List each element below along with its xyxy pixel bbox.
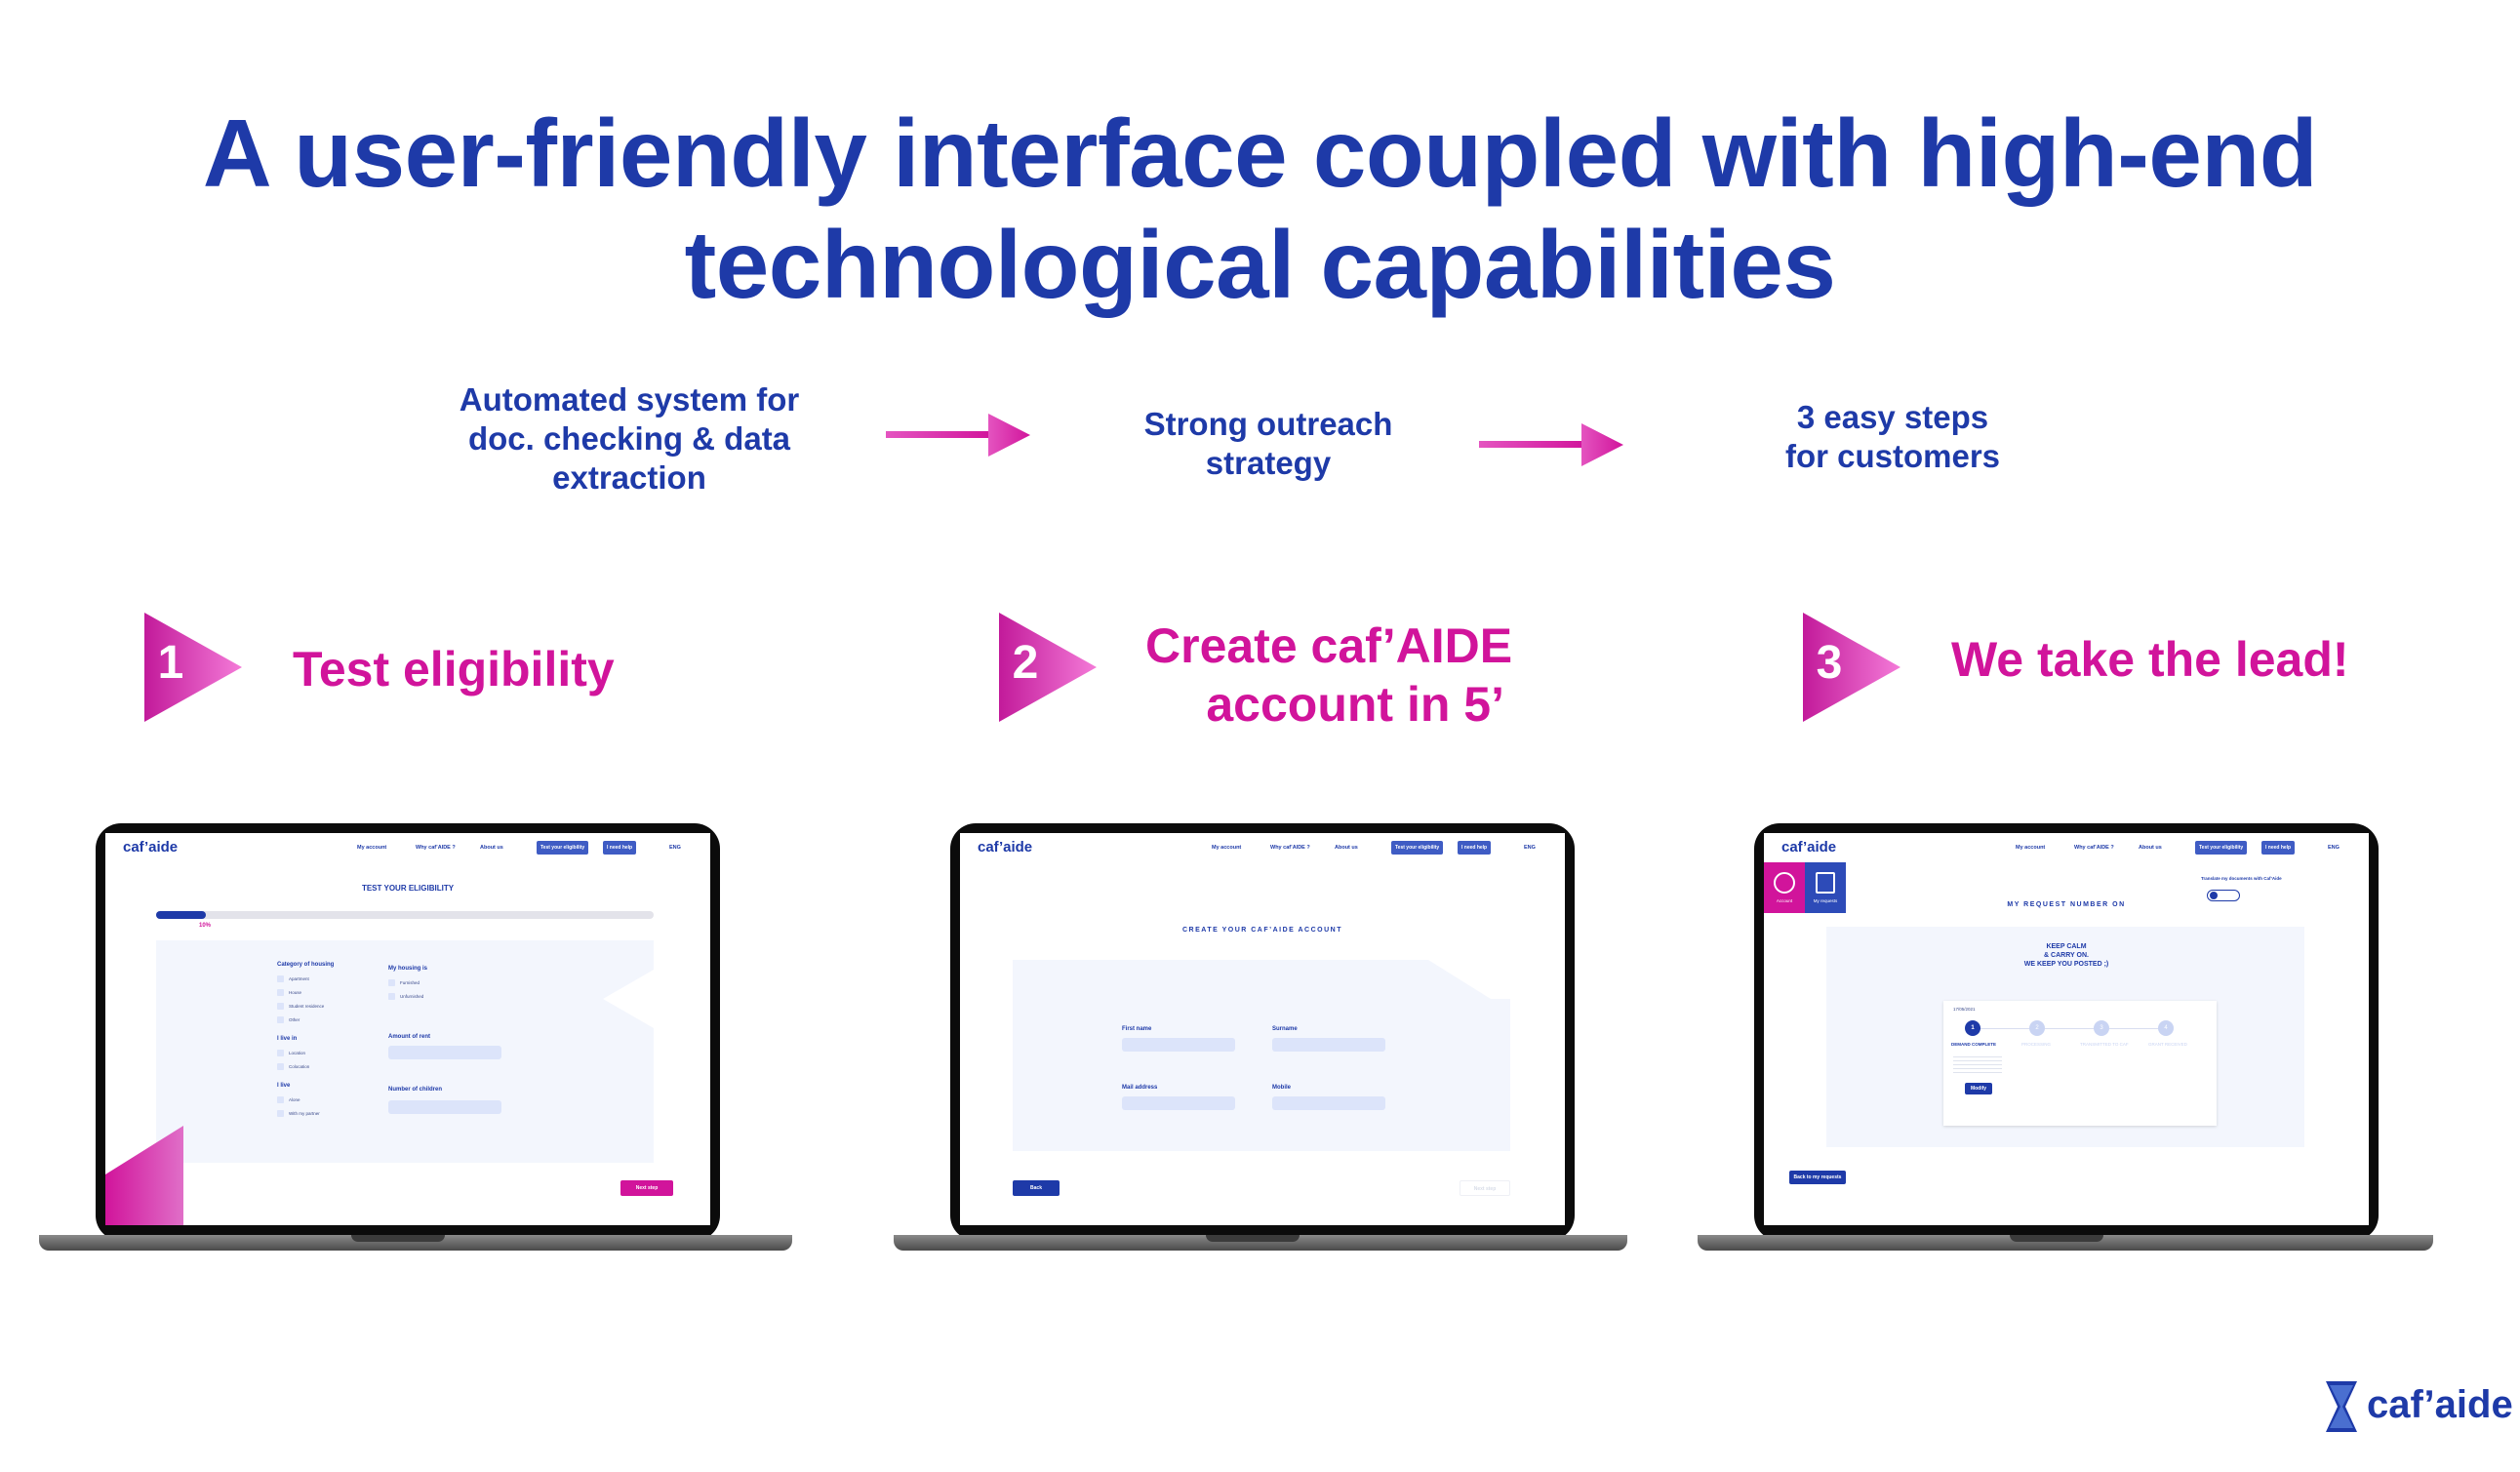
- eligibility-heading: TEST YOUR ELIGIBILITY: [361, 884, 455, 893]
- nav-my-account[interactable]: My account: [1212, 845, 1242, 851]
- tracker-card: 17/05/2021 1 2 3 4 DEMAND COMPLETE PROCE…: [1943, 1001, 2217, 1126]
- next-step-button[interactable]: Next step: [1460, 1180, 1510, 1196]
- progress-label: 10%: [199, 923, 212, 929]
- request-heading: MY REQUEST NUMBER ON: [2007, 901, 2126, 908]
- requests-tab[interactable]: My requests: [1805, 862, 1846, 913]
- account-tab[interactable]: Account: [1764, 862, 1805, 913]
- nav-about[interactable]: About us: [1335, 845, 1358, 851]
- mobile-input[interactable]: [1272, 1096, 1385, 1110]
- footer-logo: caf’aide: [2322, 1379, 2517, 1434]
- progress-track: [156, 911, 654, 919]
- nav-help-button[interactable]: I need help: [603, 841, 637, 855]
- nav-my-account[interactable]: My account: [357, 845, 387, 851]
- logo[interactable]: caf’aide: [1781, 839, 1837, 855]
- step-1-triangle-icon: [144, 613, 242, 722]
- page-title: A user-friendly interface coupled with h…: [0, 98, 2520, 320]
- nav-about[interactable]: About us: [2139, 845, 2162, 851]
- translate-label: Translate my documents with Caf’Aide: [2201, 876, 2282, 881]
- flow-item-steps: 3 easy steps for customers: [1784, 399, 2001, 474]
- nav-why[interactable]: Why caf’AIDE ?: [2074, 845, 2114, 851]
- step-2-triangle-icon: [999, 613, 1097, 722]
- surname-input[interactable]: [1272, 1038, 1385, 1052]
- step-3-label: We take the lead!: [1951, 632, 2349, 687]
- children-input[interactable]: [388, 1100, 501, 1114]
- flow-item-automated: Automated system for doc. checking & dat…: [459, 381, 800, 496]
- nav-test-button[interactable]: Test your eligibility: [1391, 841, 1444, 855]
- nav-bar: caf’aide My account Why caf’AIDE ? About…: [1764, 833, 2369, 862]
- progress-fill: [156, 911, 206, 919]
- title-line-1: A user-friendly interface coupled with h…: [202, 99, 2318, 207]
- nav-bar: caf’aide My account Why caf’AIDE ? About…: [960, 833, 1565, 862]
- account-form: [1013, 960, 1510, 1151]
- tracker-step-1: 1: [1965, 1020, 1980, 1036]
- tracker-step-3: 3: [2094, 1020, 2109, 1036]
- screen-create-account: caf’aide My account Why caf’AIDE ? About…: [960, 833, 1565, 1225]
- tracker-step-2: 2: [2029, 1020, 2045, 1036]
- nav-about[interactable]: About us: [480, 845, 503, 851]
- back-to-requests-button[interactable]: Back to my requests: [1789, 1171, 1846, 1184]
- laptop-3: caf’aide My account Why caf’AIDE ? About…: [1678, 819, 2435, 1268]
- step-2-label: Create caf’AIDE account in 5’: [1145, 618, 1513, 732]
- nav-lang[interactable]: ENG: [669, 845, 681, 851]
- step-1-label: Test eligibility: [293, 642, 615, 696]
- logo[interactable]: caf’aide: [978, 839, 1033, 855]
- nav-my-account[interactable]: My account: [2016, 845, 2046, 851]
- screen-eligibility: caf’aide My account Why caf’AIDE ? About…: [105, 833, 710, 1225]
- next-step-button[interactable]: Next step: [620, 1180, 673, 1196]
- nav-test-button[interactable]: Test your eligibility: [537, 841, 589, 855]
- nav-test-button[interactable]: Test your eligibility: [2195, 841, 2248, 855]
- hourglass-icon: [2326, 1381, 2357, 1432]
- nav-help-button[interactable]: I need help: [2261, 841, 2296, 855]
- translate-toggle[interactable]: [2207, 890, 2240, 901]
- title-line-2: technological capabilities: [684, 211, 1836, 318]
- mail-input[interactable]: [1122, 1096, 1235, 1110]
- nav-help-button[interactable]: I need help: [1458, 841, 1492, 855]
- step-2-number: 2: [1012, 637, 1039, 689]
- laptop-1: caf’aide My account Why caf’AIDE ? About…: [20, 819, 792, 1268]
- step-3-number: 3: [1816, 637, 1843, 689]
- keep-calm-text: KEEP CALM & CARRY ON. WE KEEP YOU POSTED…: [2023, 943, 2109, 968]
- flow-arrow-1: [886, 414, 1030, 457]
- step-1-number: 1: [157, 637, 184, 689]
- flow-item-outreach: Strong outreach strategy: [1143, 406, 1393, 481]
- nav-lang[interactable]: ENG: [1524, 845, 1536, 851]
- flow-arrow-2: [1479, 423, 1623, 466]
- logo[interactable]: caf’aide: [123, 839, 179, 855]
- create-account-heading: CREATE YOUR CAF’AIDE ACCOUNT: [1182, 927, 1342, 934]
- step-3-triangle-icon: [1803, 613, 1900, 722]
- rent-input[interactable]: [388, 1046, 501, 1059]
- nav-why[interactable]: Why caf’AIDE ?: [1270, 845, 1310, 851]
- back-button[interactable]: Back: [1013, 1180, 1060, 1196]
- laptop-2: caf’aide My account Why caf’AIDE ? About…: [874, 819, 1631, 1268]
- screen-request-status: caf’aide My account Why caf’AIDE ? About…: [1764, 833, 2369, 1225]
- nav-why[interactable]: Why caf’AIDE ?: [416, 845, 456, 851]
- tracker-step-4: 4: [2158, 1020, 2174, 1036]
- document-icon: [1816, 872, 1835, 894]
- nav-bar: caf’aide My account Why caf’AIDE ? About…: [105, 833, 710, 862]
- modify-button[interactable]: Modify: [1965, 1083, 1992, 1094]
- user-icon: [1774, 872, 1795, 894]
- nav-lang[interactable]: ENG: [2328, 845, 2340, 851]
- first-name-input[interactable]: [1122, 1038, 1235, 1052]
